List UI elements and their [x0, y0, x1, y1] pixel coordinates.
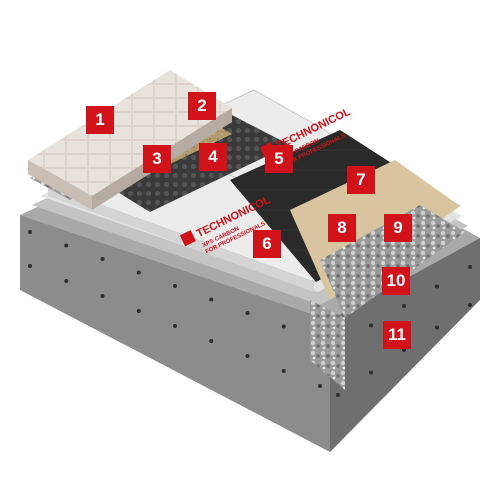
drainage-membrane: [90, 112, 290, 212]
rebar-end: [336, 393, 340, 397]
rebar-end: [100, 257, 105, 261]
rebar-end: [402, 348, 406, 352]
layer-marker-9: 9: [384, 214, 412, 242]
layer-marker-3: 3: [143, 145, 171, 173]
rebar-end: [468, 265, 472, 269]
layer-marker-7: 7: [347, 166, 375, 194]
rebar-ends: [28, 230, 472, 397]
rebar-end: [369, 370, 373, 375]
layer-marker-8: 8: [328, 214, 356, 242]
rebar-end: [209, 297, 214, 302]
rebar-end: [281, 324, 286, 329]
rebar-end: [64, 243, 69, 248]
rebar-end: [281, 369, 286, 373]
layer-marker-6: 6: [253, 230, 281, 258]
gravel-ballast-layer: [310, 205, 465, 390]
rebar-end: [136, 270, 141, 275]
rebar-end: [369, 323, 373, 328]
rebar-end: [402, 304, 406, 308]
rebar-end: [435, 284, 439, 289]
rebar-end: [64, 279, 69, 283]
layer-marker-2: 2: [188, 92, 216, 120]
rebar-end: [173, 324, 177, 328]
rebar-end: [136, 309, 141, 313]
rebar-end: [28, 230, 32, 234]
layer-marker-1: 1: [86, 106, 114, 134]
rebar-end: [173, 284, 177, 288]
rebar-end: [245, 354, 250, 358]
rebar-end: [209, 339, 214, 343]
rebar-end: [468, 303, 472, 307]
layer-marker-11: 11: [383, 321, 411, 349]
layer-marker-10: 10: [382, 267, 410, 295]
rebar-end: [28, 264, 32, 268]
rebar-end: [318, 384, 322, 388]
layer-marker-4: 4: [199, 143, 227, 171]
layer-marker-5: 5: [265, 145, 293, 173]
rebar-end: [245, 311, 250, 315]
rebar-end: [100, 294, 105, 298]
rebar-end: [435, 325, 439, 330]
